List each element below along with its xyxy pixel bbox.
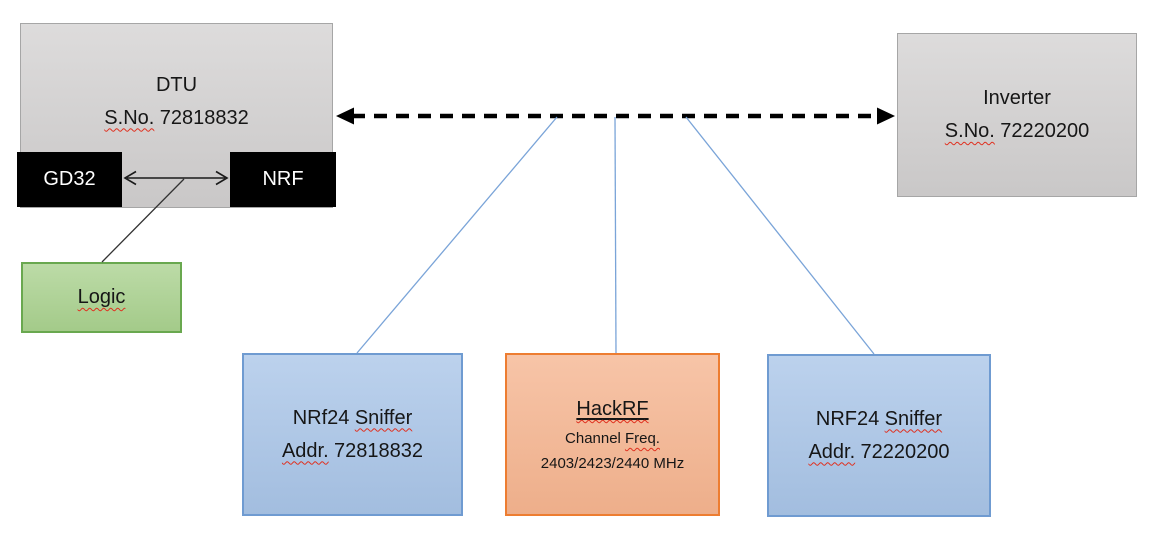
dtu-box: DTU S.No.72818832 (20, 23, 333, 208)
right-sniffer-line (685, 116, 875, 355)
dtu-serial-number: 72818832 (159, 106, 249, 129)
hackrf-title-text: HackRF (576, 398, 649, 420)
left-sniffer-line (356, 116, 558, 354)
inverter-title: Inverter (983, 87, 1051, 109)
hackrf-title: HackRF (576, 393, 648, 426)
logic-box: Logic (21, 262, 182, 333)
hackrf-channel-word: Channel (565, 430, 621, 447)
inverter-serial-prefix: S.No. (944, 120, 995, 142)
sniffer-right-addr-label: Addr. (808, 440, 856, 463)
sniffer-left-name2: Sniffer (354, 406, 413, 429)
hackrf-frequencies: 2403/2423/2440 MHz (540, 455, 685, 472)
hackrf-line (614, 116, 617, 354)
hackrf-channel-word2: Freq. (624, 430, 660, 447)
sniffer-right-addr-value: 72220200 (860, 440, 950, 463)
sniffer-right-name: NRF24 (815, 407, 880, 430)
sniffer-connector-lines (356, 116, 875, 355)
inverter-serial-number: 72220200 (1000, 120, 1090, 142)
sniffer-right-name2: Sniffer (884, 407, 943, 430)
logic-label: Logic (77, 286, 126, 308)
dtu-serial-prefix: S.No. (104, 106, 155, 129)
inverter-serial: S.No.72220200 (945, 115, 1089, 148)
nrf-label: NRF (262, 168, 304, 190)
gd32-label: GD32 (43, 168, 96, 190)
dtu-inverter-dashed-arrow (336, 107, 895, 125)
nrf-box: NRF (230, 152, 336, 207)
sniffer-left-addr-label: Addr. (281, 439, 329, 462)
sniffer-left-addr: Addr.72818832 (282, 435, 423, 468)
arrowhead-left-icon (336, 107, 354, 125)
sniffer-left-addr-value: 72818832 (334, 439, 424, 462)
sniffer-right-addr: Addr.72220200 (808, 436, 949, 469)
gd32-box: GD32 (17, 152, 122, 207)
sniffer-left-name: NRf24 (292, 406, 350, 429)
dtu-serial: S.No.72818832 (104, 102, 248, 135)
inverter-box: Inverter S.No.72220200 (897, 33, 1137, 197)
dtu-title: DTU (155, 73, 198, 96)
arrowhead-right-icon (877, 107, 895, 125)
